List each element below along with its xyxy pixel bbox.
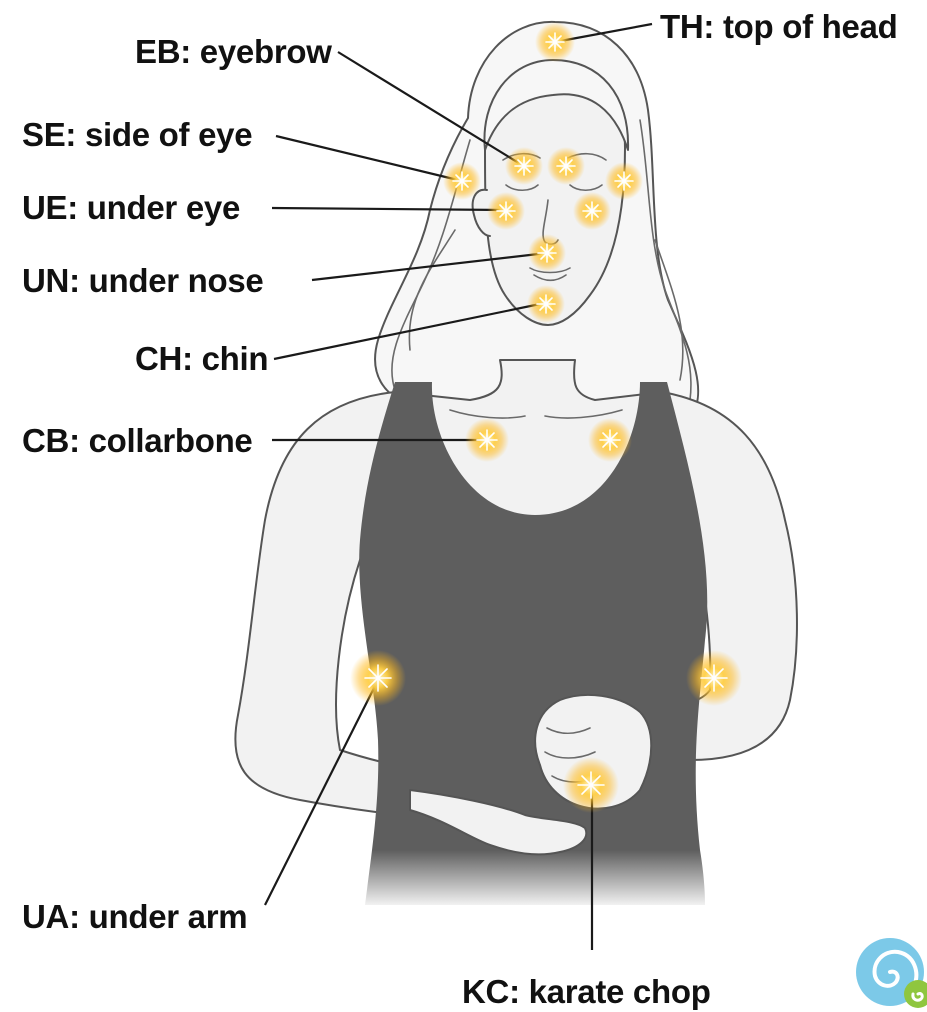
tapping-point-glow-icon bbox=[443, 162, 481, 200]
label-un: UN: under nose bbox=[22, 262, 263, 299]
tapping-point-glow-icon bbox=[487, 192, 525, 230]
label-se: SE: side of eye bbox=[22, 116, 252, 153]
label-cb: CB: collarbone bbox=[22, 422, 253, 459]
label-ue: UE: under eye bbox=[22, 189, 240, 226]
tapping-point-glow-icon bbox=[588, 418, 632, 462]
tapping-point-glow-icon bbox=[350, 650, 406, 706]
tapping-point-glow-icon bbox=[505, 147, 543, 185]
spiral-logo-icon bbox=[856, 938, 927, 1008]
tapping-point-glow-icon bbox=[686, 650, 742, 706]
tapping-point-glow-icon bbox=[465, 418, 509, 462]
label-th: TH: top of head bbox=[660, 8, 897, 45]
label-kc: KC: karate chop bbox=[462, 973, 711, 1010]
tapping-point-glow-icon bbox=[573, 192, 611, 230]
tapping-point-glow-icon bbox=[563, 757, 619, 813]
tapping-point-glow-icon bbox=[535, 22, 575, 62]
tapping-point-glow-icon bbox=[605, 162, 643, 200]
leader-line-se bbox=[276, 136, 462, 181]
label-eb: EB: eyebrow bbox=[135, 33, 332, 70]
tapping-point-glow-icon bbox=[527, 285, 565, 323]
tapping-point-glow-icon bbox=[547, 147, 585, 185]
tapping-point-glow-icon bbox=[528, 234, 566, 272]
label-ch: CH: chin bbox=[135, 340, 268, 377]
label-ua: UA: under arm bbox=[22, 898, 247, 935]
